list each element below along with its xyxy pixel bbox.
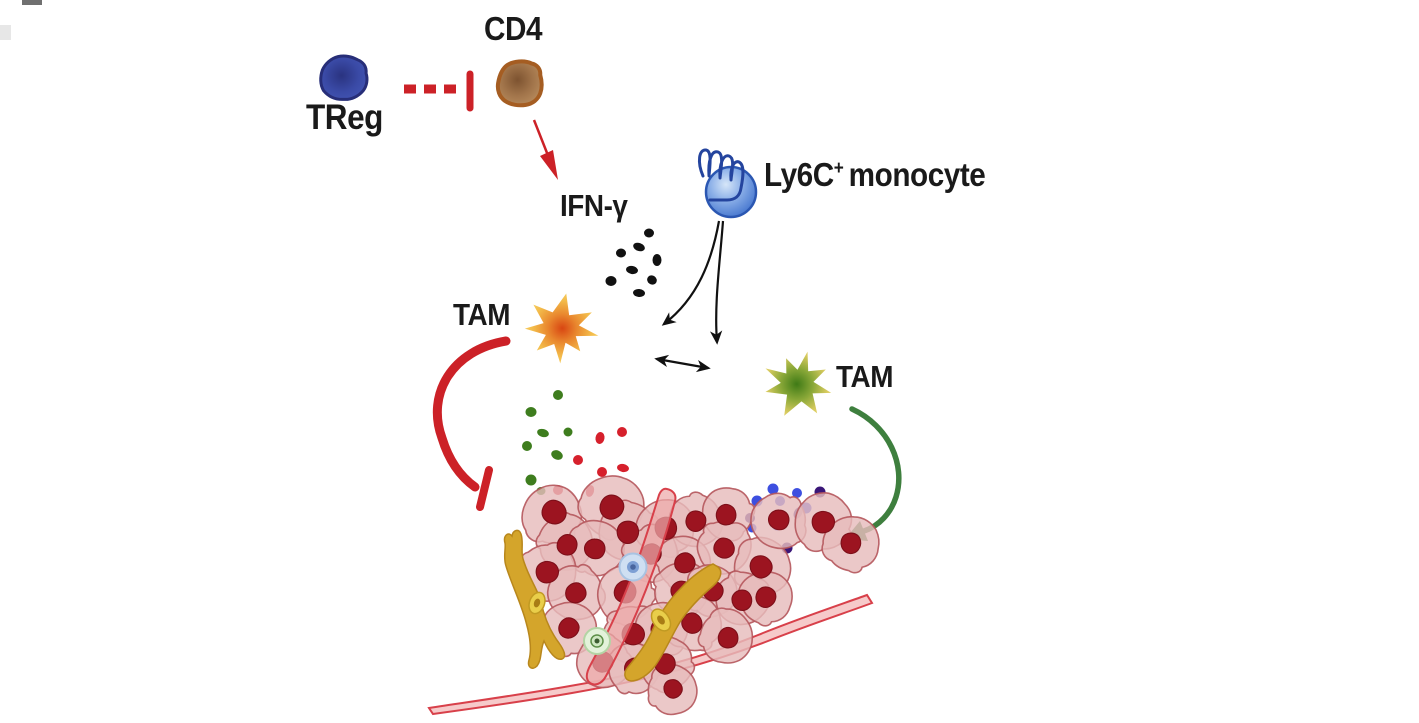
ly6c-monocyte-cell xyxy=(697,148,758,219)
stromal-cell-green xyxy=(583,627,611,655)
tumor-cell-nucleus xyxy=(684,509,707,533)
cd4-label: CD4 xyxy=(484,10,543,47)
corner-artifacts xyxy=(0,0,42,40)
tam-right-cell xyxy=(765,351,832,416)
tumor-cell-nucleus xyxy=(532,556,563,587)
ifn-gamma-dots xyxy=(605,228,662,298)
stromal-cell-green-nucleus xyxy=(594,638,600,644)
red-cytokine-dot xyxy=(597,467,607,477)
tumor-cell-nucleus xyxy=(766,507,792,533)
monocyte-differentiation-arrows xyxy=(661,220,725,345)
cd4-cell xyxy=(498,61,542,105)
ifn-gamma-molecule-dot xyxy=(616,248,626,258)
fibroblast-right xyxy=(624,563,722,682)
green-cytokine-dot xyxy=(525,407,537,417)
ifn-gamma-molecule-dot xyxy=(652,254,662,266)
cd4-to-ifn-arrow xyxy=(532,119,558,180)
monocyte-receptors xyxy=(697,148,745,202)
green-cytokine-dot xyxy=(563,427,573,437)
tam-left-inhibition-arc xyxy=(432,336,511,511)
treg-inhibits-cd4-arrow xyxy=(404,70,474,112)
ly6c-plus-superscript: + xyxy=(833,158,844,179)
red-cytokine-dot xyxy=(617,427,627,437)
blue-chemokine-dot xyxy=(792,488,802,498)
tumor-cell-nucleus xyxy=(582,536,608,562)
tumor-cell-nucleus xyxy=(837,529,865,557)
blue-chemokine-dot xyxy=(767,483,779,495)
green-cytokine-dot xyxy=(551,450,563,460)
cytokine-dots-green xyxy=(522,390,573,495)
tumor-cell-nucleus xyxy=(555,533,578,557)
tam-exchange-double-arrow xyxy=(654,354,711,373)
tumor-cell-nucleus xyxy=(728,586,757,614)
tumor-cell-nucleus xyxy=(542,500,566,524)
red-cytokine-dot xyxy=(573,455,583,465)
tumor-cell-nucleus xyxy=(808,506,839,537)
tumor-cell-nucleus xyxy=(557,616,580,640)
green-cytokine-dot xyxy=(522,441,532,451)
ly6c-monocyte-name: Ly6C xyxy=(764,156,834,193)
ifn-gamma-molecule-dot xyxy=(605,276,617,286)
stromal-cell-blue xyxy=(618,552,648,582)
tumor-cell-nucleus xyxy=(562,579,590,607)
ifn-gamma-molecule-dot xyxy=(644,228,654,238)
green-cytokine-dot xyxy=(537,428,549,438)
tumor-cell-nucleus xyxy=(714,624,742,652)
green-cytokine-dot xyxy=(525,474,537,486)
tumor-cell-nucleus xyxy=(714,538,734,558)
ifn-gamma-molecule-dot xyxy=(647,275,657,285)
red-cytokine-dot xyxy=(595,432,605,444)
tam-left-label: TAM xyxy=(453,297,511,332)
tumor-cell-nucleus xyxy=(679,610,705,636)
ifn-gamma-molecule-dot xyxy=(633,288,645,298)
green-cytokine-dot xyxy=(553,390,563,400)
ifn-gamma-molecule-dot xyxy=(633,242,645,252)
tumor-cell-nucleus xyxy=(600,495,624,519)
treg-label: TReg xyxy=(306,98,383,137)
tumor-cell-nucleus xyxy=(754,585,777,609)
ifn-gamma-label: IFN-γ xyxy=(560,188,628,223)
fibroblast-left xyxy=(503,529,566,669)
tumor-cell-nucleus xyxy=(613,517,643,547)
tam-right-label: TAM xyxy=(836,359,894,394)
tumor-cell-nucleus xyxy=(671,549,699,577)
ifn-gamma-molecule-dot xyxy=(626,265,638,275)
blood-vessel-bottom xyxy=(427,593,874,716)
tumor-cell-nucleus xyxy=(712,501,740,529)
ly6c-monocyte-word: monocyte xyxy=(848,156,986,193)
stromal-cell-blue-nucleus xyxy=(630,564,636,570)
tam-left-cell xyxy=(524,293,599,364)
treg-cell xyxy=(321,56,367,99)
ly6c-monocyte-label: Ly6C+monocyte xyxy=(764,156,986,193)
red-cytokine-dot xyxy=(617,463,629,473)
tumor-cell-nucleus xyxy=(661,677,685,700)
tumor-cell-nucleus xyxy=(747,553,775,581)
